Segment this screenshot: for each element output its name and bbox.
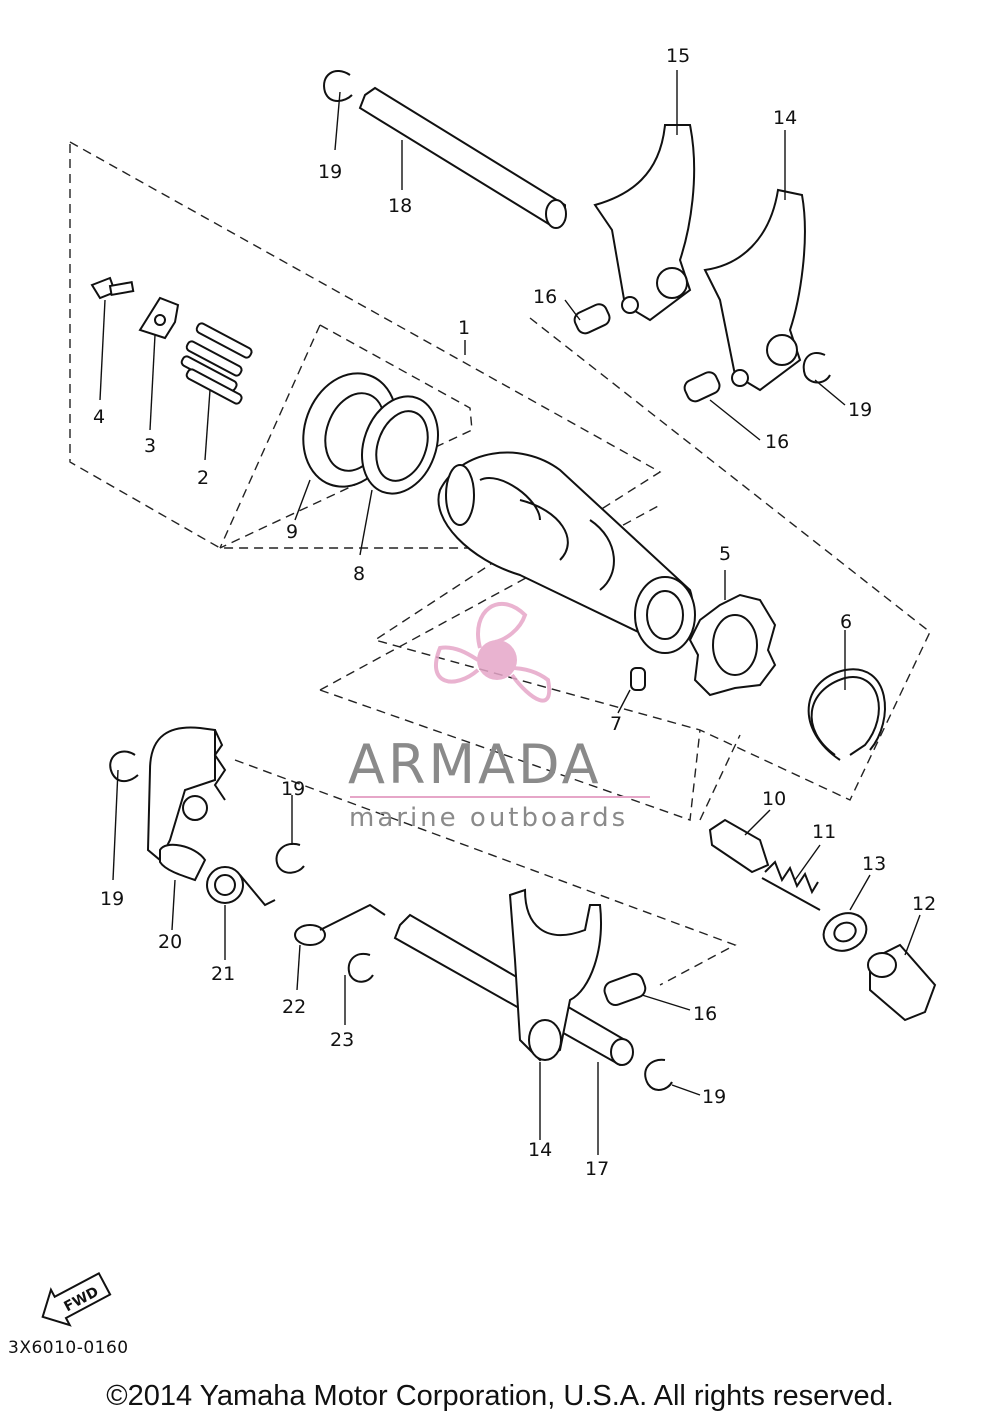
callout-14-lower: 14 — [528, 1139, 552, 1161]
callout-22: 22 — [282, 996, 306, 1018]
callout-16-middle: 16 — [765, 431, 789, 453]
callout-14-upper: 14 — [773, 107, 797, 129]
shift-fork-shaft-lower — [393, 913, 634, 1067]
callout-4: 4 — [93, 406, 105, 428]
callout-16-upper: 16 — [533, 286, 557, 308]
guide-pins — [573, 303, 721, 1007]
callout-23: 23 — [330, 1029, 354, 1051]
callout-5: 5 — [719, 543, 731, 565]
callout-9: 9 — [286, 521, 298, 543]
part-callouts: 1 2 3 4 5 6 7 8 9 10 11 12 13 14 15 16 1… — [93, 45, 936, 1180]
shift-fork-14-upper — [703, 188, 806, 392]
callout-12: 12 — [912, 893, 936, 915]
drum-pin — [630, 667, 646, 691]
star-stopper — [688, 593, 777, 697]
copyright-notice: ©2014 Yamaha Motor Corporation, U.S.A. A… — [106, 1380, 894, 1412]
watermark-tagline: marine outboards — [349, 803, 629, 833]
plug-bolt — [867, 943, 937, 1022]
callout-15: 15 — [666, 45, 690, 67]
callout-20: 20 — [158, 931, 182, 953]
callout-19-bottom: 19 — [702, 1086, 726, 1108]
callout-10: 10 — [762, 788, 786, 810]
retaining-ring — [807, 668, 886, 761]
callout-21: 21 — [211, 963, 235, 985]
callout-16-lower: 16 — [693, 1003, 717, 1025]
callout-19-left: 19 — [100, 888, 124, 910]
group-boundaries — [69, 140, 931, 986]
armada-logo-mark — [433, 602, 552, 703]
shift-fork-shaft-upper — [358, 86, 567, 229]
callout-3: 3 — [144, 435, 156, 457]
shift-drum — [437, 451, 696, 654]
callout-19-right: 19 — [848, 399, 872, 421]
callout-2: 2 — [197, 467, 209, 489]
watermark-name: ARMADA — [348, 733, 602, 796]
diagram-code: 3X6010-0160 — [8, 1338, 129, 1358]
callout-1: 1 — [458, 317, 470, 339]
leader-lines — [99, 70, 921, 1155]
detent-spring — [761, 860, 821, 911]
callout-7: 7 — [610, 713, 622, 735]
callout-17: 17 — [585, 1158, 609, 1180]
callout-18: 18 — [388, 195, 412, 217]
fwd-arrow-icon: FWD — [41, 1271, 112, 1327]
callout-19-mid: 19 — [281, 778, 305, 800]
circlips — [109, 70, 831, 1091]
callout-19-top: 19 — [318, 161, 342, 183]
shift-fork-15 — [593, 124, 696, 322]
ring — [361, 395, 439, 495]
callout-8: 8 — [353, 563, 365, 585]
callout-6: 6 — [840, 611, 852, 633]
plate — [138, 296, 180, 340]
watermark-rule — [350, 796, 650, 798]
return-spring — [206, 866, 276, 907]
screw — [90, 276, 135, 300]
collar — [294, 903, 386, 946]
detent-plunger — [708, 818, 770, 874]
callout-11: 11 — [812, 821, 836, 843]
washer — [822, 912, 868, 952]
pins — [180, 322, 253, 405]
shift-fork-14-lower — [508, 888, 602, 1062]
callout-13: 13 — [862, 853, 886, 875]
shift-lever — [146, 726, 227, 882]
